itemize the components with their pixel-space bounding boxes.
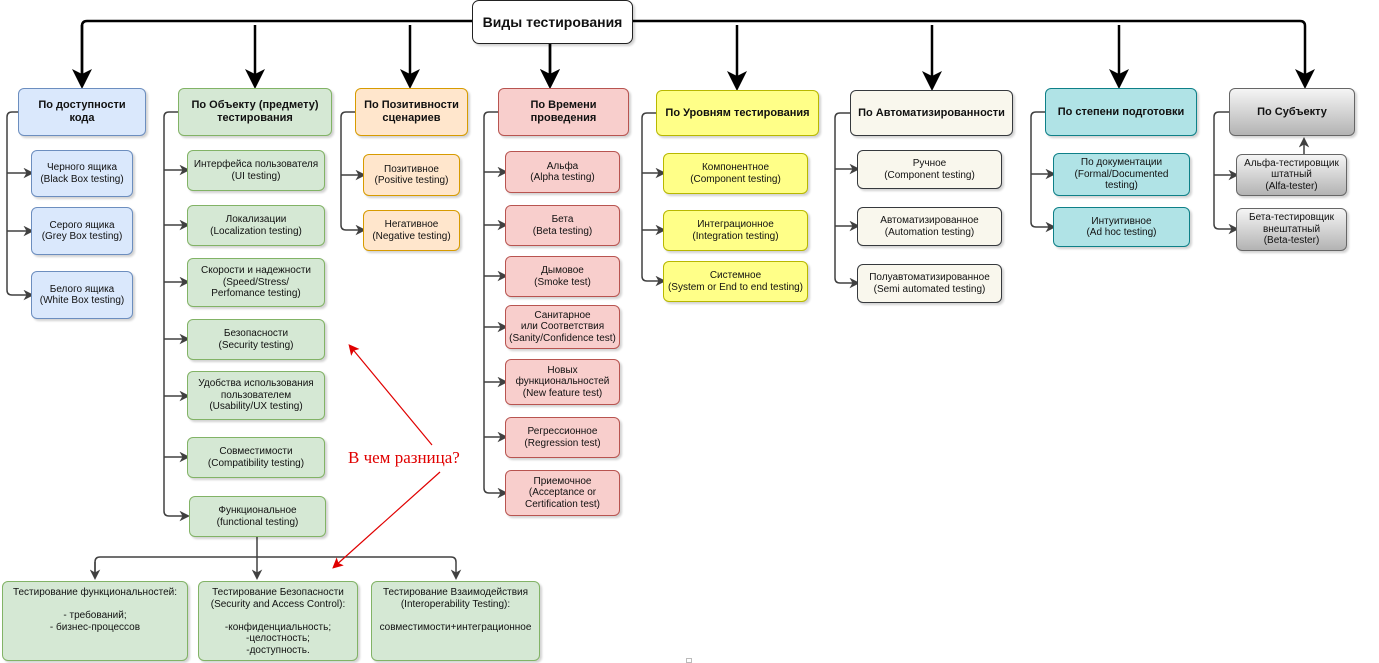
functional-detail-connector: [94, 556, 462, 580]
annotation-arrow-up: [348, 344, 433, 446]
item-smoke-test: Дымовое (Smoke test): [505, 256, 620, 297]
note-functional-testing: Тестирование функциональностей: - требов…: [2, 581, 188, 661]
item-compatibility-testing: Совместимости (Compatibility testing): [187, 437, 325, 478]
annotation-question: В чем разница?: [348, 448, 460, 467]
category-child-connector: [6, 111, 34, 301]
item-usability-testing: Удобства использования пользователем (Us…: [187, 371, 325, 420]
item-system-testing: Системное (System or End to end testing): [663, 261, 808, 302]
item-functional-testing: Функциональное (functional testing): [189, 496, 326, 537]
item-security-testing: Безопасности (Security testing): [187, 319, 325, 360]
category-preparation: По степени подготовки: [1045, 88, 1197, 136]
category-child-connector: [163, 111, 190, 522]
item-white-box: Белого ящика (White Box testing): [31, 271, 133, 319]
item-beta-testing: Бета (Beta testing): [505, 205, 620, 246]
root-connector-bus: [80, 19, 1307, 84]
category-child-connector: [834, 112, 860, 289]
item-integration-testing: Интеграционное (Integration testing): [663, 210, 808, 251]
item-positive-testing: Позитивное (Positive testing): [363, 154, 460, 196]
category-automation: По Автоматизированности: [850, 90, 1013, 136]
category-subject: По Субъекту: [1229, 88, 1355, 136]
item-ad-hoc-testing: Интуитивное (Ad hoc testing): [1053, 207, 1190, 247]
item-sanity-test: Санитарное или Соответствия (Sanity/Conf…: [505, 305, 620, 349]
category-levels: По Уровням тестирования: [656, 90, 819, 136]
category-child-connector: [483, 111, 508, 499]
item-semi-automated-testing: Полуавтоматизированное (Semi automated t…: [857, 264, 1002, 303]
item-alfa-tester: Альфа-тестировщик штатный (Alfa-tester): [1236, 154, 1347, 196]
item-ui-testing: Интерфейса пользователя (UI testing): [187, 150, 325, 191]
item-performance-testing: Скорости и надежности (Speed/Stress/ Per…: [187, 258, 325, 307]
item-new-feature-test: Новых функциональностей (New feature tes…: [505, 359, 620, 405]
category-access: По доступности кода: [18, 88, 146, 136]
category-positivity: По Позитивности сценариев: [355, 88, 468, 136]
item-component-testing: Компонентное (Component testing): [663, 153, 808, 194]
item-regression-test: Регрессионное (Regression test): [505, 417, 620, 458]
item-automation-testing: Автоматизированное (Automation testing): [857, 207, 1002, 246]
item-documented-testing: По документации (Formal/Documented testi…: [1053, 153, 1190, 196]
item-localization-testing: Локализации (Localization testing): [187, 205, 325, 246]
item-manual-testing: Ручное (Component testing): [857, 150, 1002, 189]
item-acceptance-test: Приемочное (Acceptance or Certification …: [505, 470, 620, 516]
category-time: По Времени проведения: [498, 88, 629, 136]
item-alpha-testing: Альфа (Alpha testing): [505, 151, 620, 193]
note-security-testing: Тестирование Безопасности (Security and …: [198, 581, 358, 661]
category-object: По Объекту (предмету) тестирования: [178, 88, 332, 136]
item-beta-tester: Бета-тестировщик внештатный (Beta-tester…: [1236, 208, 1347, 251]
resize-handle: [686, 658, 692, 663]
root-node: Виды тестирования: [472, 0, 633, 44]
item-negative-testing: Негативное (Negative testing): [363, 210, 460, 251]
category-child-connector: [641, 112, 666, 287]
item-grey-box: Серого ящика (Grey Box testing): [31, 207, 133, 255]
item-black-box: Черного ящика (Black Box testing): [31, 150, 133, 197]
annotation-arrow-down: [332, 471, 441, 569]
note-interoperability: Тестирование Взаимодействия (Interoperab…: [371, 581, 540, 661]
